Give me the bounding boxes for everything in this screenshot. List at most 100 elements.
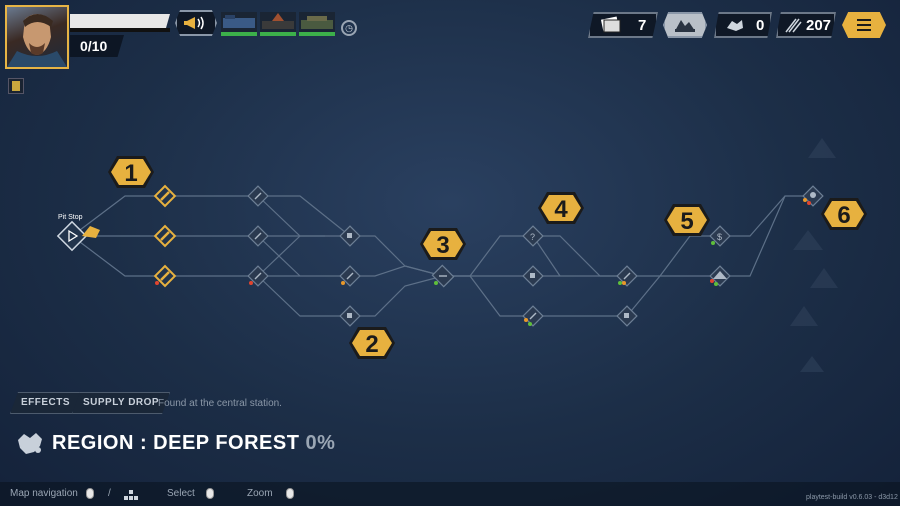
ammo-node-icon <box>254 192 262 200</box>
train-car-health <box>221 32 257 36</box>
supply-drop-description: Found at the central station. <box>158 398 282 409</box>
train-car-icon <box>301 16 333 29</box>
ammo-node-icon <box>346 272 354 280</box>
ammo-node-icon <box>529 312 537 320</box>
ammo-node-icon <box>160 271 170 281</box>
train-car-2[interactable] <box>260 12 296 36</box>
danger-dot <box>807 201 811 205</box>
map-button[interactable] <box>663 12 707 38</box>
mouse-left-click-icon <box>206 488 214 499</box>
danger-dot <box>155 281 159 285</box>
cards-counter[interactable]: 7 <box>588 12 658 38</box>
mouse-drag-icon <box>86 488 94 499</box>
ammo-counter[interactable]: 207 <box>776 12 836 38</box>
select-label: Select <box>167 488 195 499</box>
step-badge-4: 4 <box>538 192 584 224</box>
warning-dot <box>803 198 807 202</box>
horn-icon <box>184 16 204 30</box>
cards-count: 7 <box>638 16 647 34</box>
ammo-node-icon <box>254 272 262 280</box>
character-face-icon <box>7 14 67 67</box>
effects-tab[interactable]: EFFECTS <box>10 392 81 414</box>
train-car-1[interactable] <box>221 12 257 36</box>
build-version: playtest-build v0.6.03 - d3d12 <box>806 494 898 501</box>
health-bar-underline <box>70 28 170 32</box>
map-icon <box>675 20 695 32</box>
map-node[interactable] <box>522 225 544 247</box>
inventory-icon[interactable] <box>8 78 24 94</box>
timer-icon[interactable]: ◷ <box>341 20 357 36</box>
start-label: Pit Stop <box>58 214 83 221</box>
danger-dot <box>710 279 714 283</box>
fog-mountain-icon <box>810 268 838 288</box>
crew-count-text: 0/10 <box>80 38 108 54</box>
svg-text:4: 4 <box>554 196 568 223</box>
region-progress: 0% <box>305 432 336 454</box>
menu-icon <box>857 19 871 31</box>
region-map-icon <box>14 430 46 458</box>
safe-dot <box>528 322 532 326</box>
crate-icon <box>530 273 535 278</box>
mystery-icon: ? <box>530 232 535 242</box>
warning-dot <box>622 281 626 285</box>
warning-dot <box>524 318 528 322</box>
cards-icon <box>600 16 621 33</box>
scrap-count: 0 <box>756 16 765 34</box>
ammo-count: 207 <box>806 16 832 34</box>
mouse-scroll-icon <box>286 488 294 499</box>
controls-footer <box>0 482 900 506</box>
map-node[interactable] <box>153 184 177 208</box>
train-car-health <box>260 32 296 36</box>
shop-icon: $ <box>717 232 722 242</box>
wasd-keys-icon <box>124 488 138 500</box>
svg-text:1: 1 <box>124 160 137 187</box>
menu-button[interactable] <box>842 12 886 38</box>
step-badge-3: 3 <box>420 228 466 260</box>
ammo-node-icon <box>623 272 631 280</box>
crate-icon <box>347 313 352 318</box>
svg-text:2: 2 <box>365 331 378 358</box>
safe-dot <box>711 241 715 245</box>
train-car-health <box>299 32 335 36</box>
map-navigation-label: Map navigation <box>10 488 78 499</box>
safe-dot <box>714 282 718 286</box>
fog-mountain-icon <box>790 306 818 326</box>
svg-text:5: 5 <box>680 208 693 235</box>
danger-dot <box>249 281 253 285</box>
fog-mountain-icon <box>800 356 824 372</box>
zoom-label: Zoom <box>247 488 273 499</box>
scrap-icon <box>727 20 743 31</box>
svg-text:3: 3 <box>436 232 449 259</box>
step-badge-2: 2 <box>349 327 395 359</box>
ammo-node-icon <box>160 191 170 201</box>
crew-counter: 0/10 <box>70 35 124 57</box>
safe-dot <box>618 281 622 285</box>
health-bar <box>70 14 170 28</box>
start-node[interactable] <box>56 220 88 252</box>
character-portrait[interactable] <box>5 5 69 69</box>
region-name: REGION : DEEP FOREST <box>52 432 300 454</box>
horn-button[interactable] <box>175 10 217 36</box>
step-badge-1: 1 <box>108 156 154 188</box>
train-marker-icon <box>82 226 100 238</box>
safe-dot <box>434 281 438 285</box>
map-node[interactable] <box>709 225 731 247</box>
supply-drop-tab[interactable]: SUPPLY DROP <box>72 392 170 414</box>
step-badge-5: 5 <box>664 204 710 236</box>
crate-icon <box>624 313 629 318</box>
warning-dot <box>341 281 345 285</box>
train-car-icon <box>262 13 294 29</box>
nav-separator: / <box>108 488 111 499</box>
map-node[interactable] <box>153 264 177 288</box>
train-car-3[interactable] <box>299 12 335 36</box>
supply-drop-tab-label: SUPPLY DROP <box>83 397 160 408</box>
crate-icon <box>347 233 352 238</box>
ammo-node-icon <box>160 231 170 241</box>
fog-mountain-icon <box>808 138 836 158</box>
svg-text:6: 6 <box>837 202 850 229</box>
map-node[interactable] <box>153 224 177 248</box>
play-icon <box>68 229 79 243</box>
train-car-icon <box>223 15 255 28</box>
mountain-icon <box>713 271 727 279</box>
